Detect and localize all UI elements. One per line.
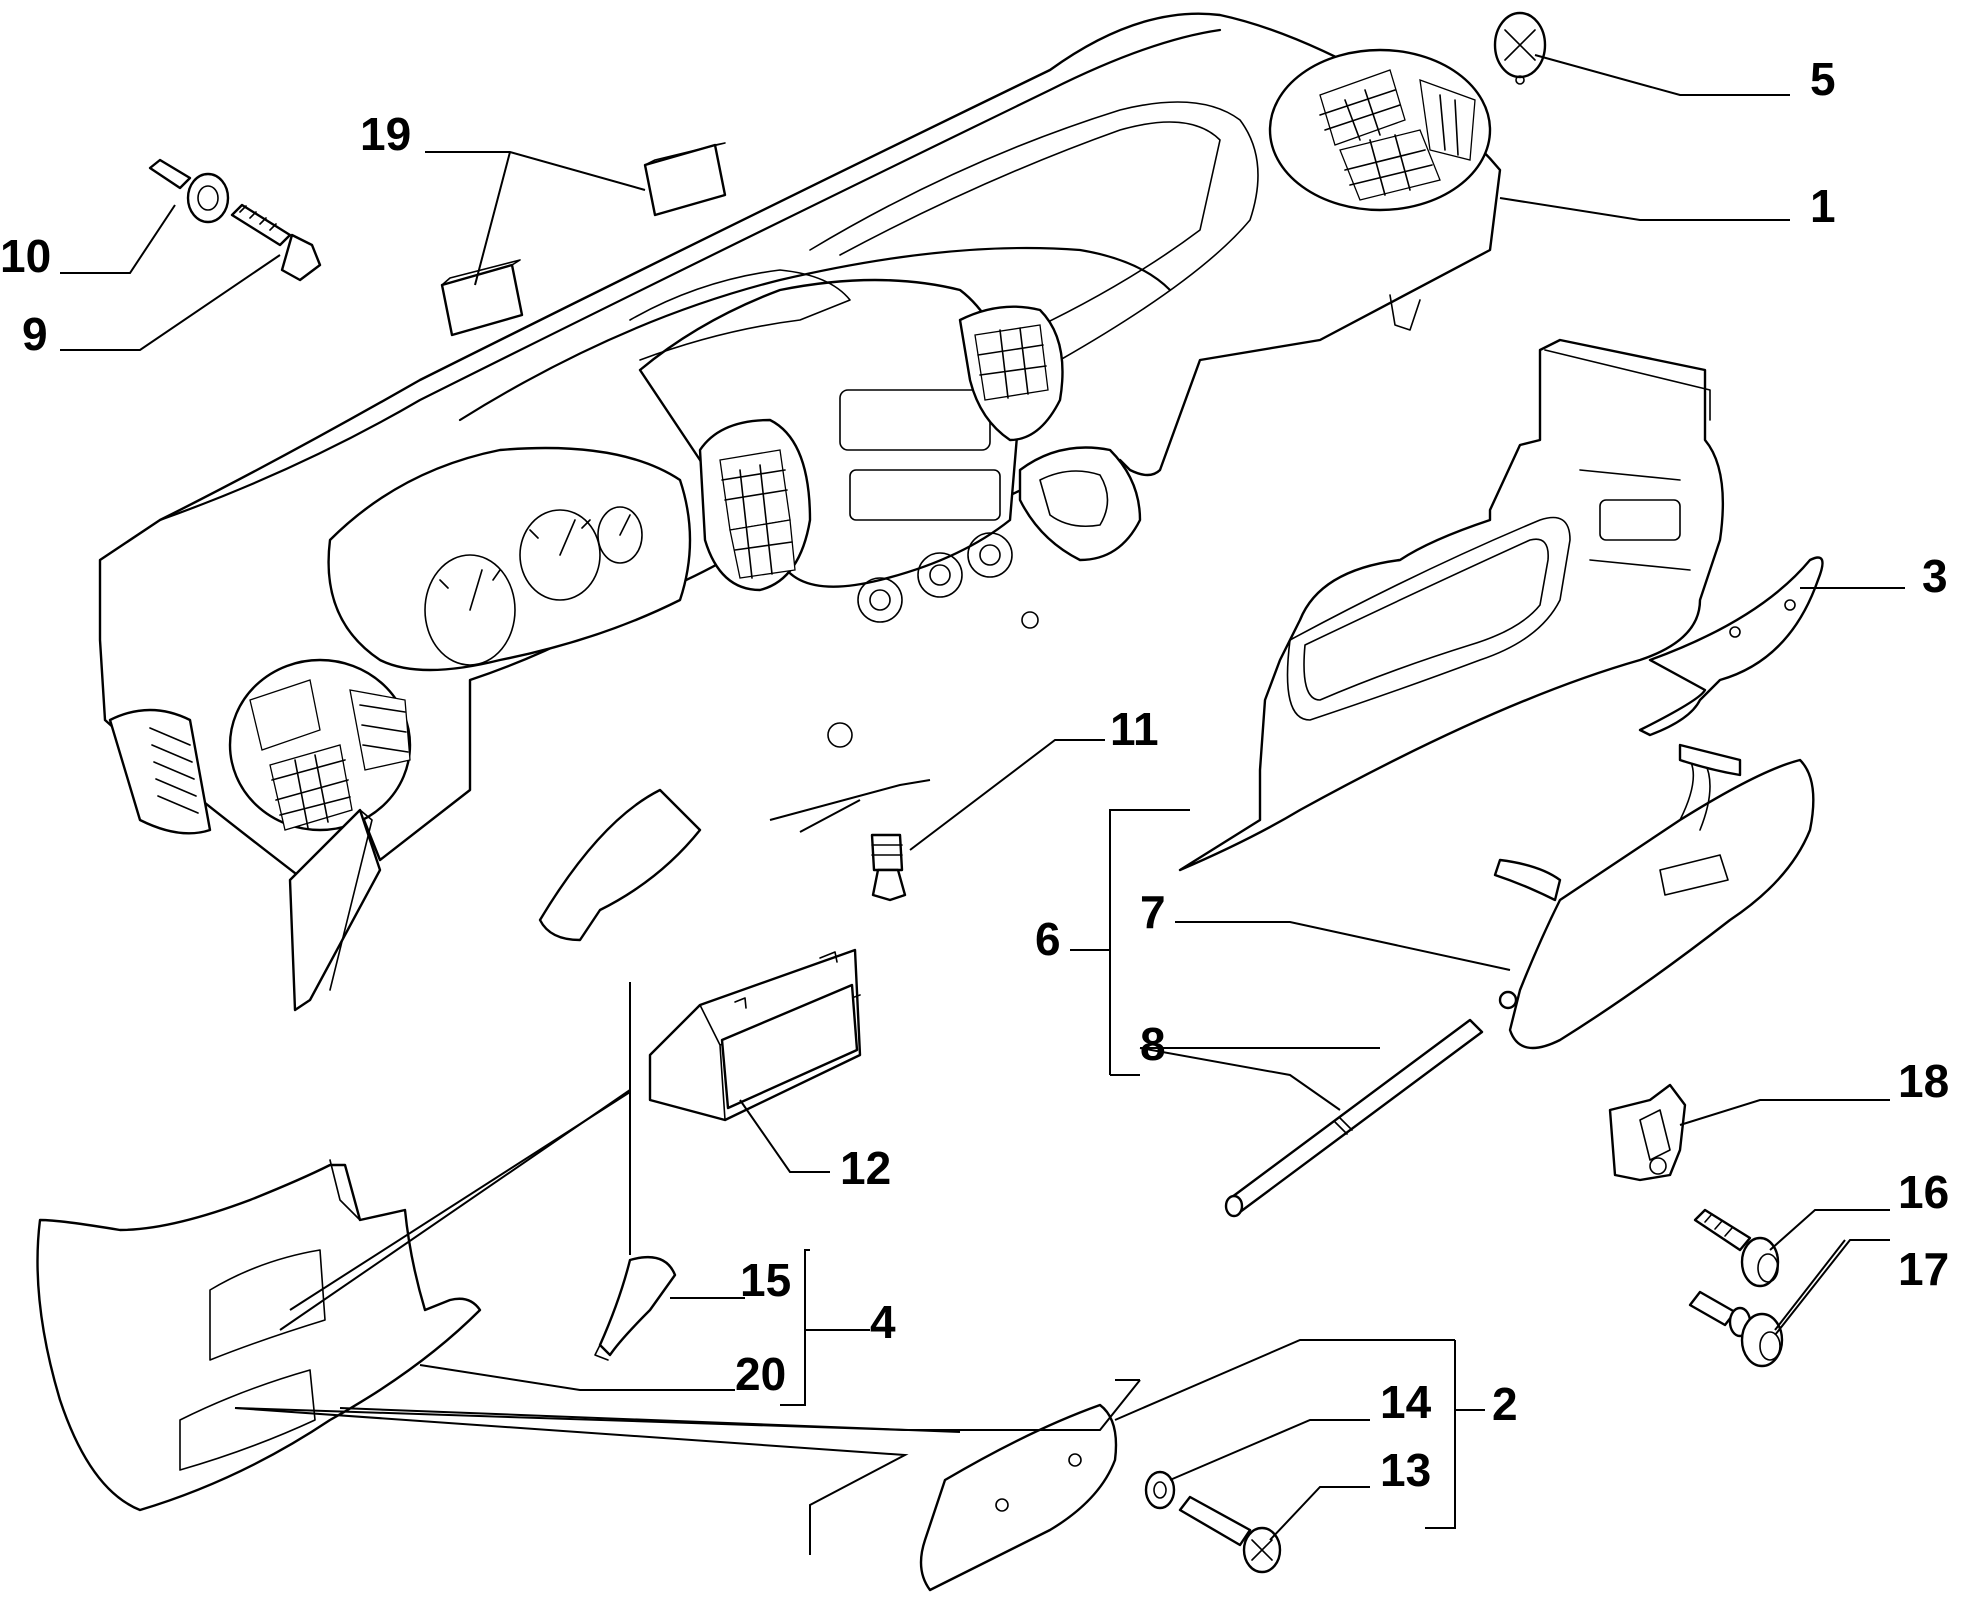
end-cap-3 — [1638, 556, 1824, 737]
label-13: 13 — [1380, 1444, 1431, 1496]
cover-15 — [594, 1255, 677, 1361]
tray-12 — [648, 948, 862, 1122]
label-19: 19 — [360, 108, 411, 160]
label-5: 5 — [1810, 53, 1836, 105]
label-1: 1 — [1810, 180, 1836, 232]
screw-16 — [1693, 1208, 1780, 1288]
label-7: 7 — [1140, 886, 1166, 938]
latch-18 — [1608, 1083, 1687, 1182]
dashboard-panel — [98, 12, 1502, 1012]
trim-2 — [919, 1403, 1118, 1592]
washer-14 — [1144, 1470, 1176, 1510]
label-4: 4 — [870, 1296, 896, 1348]
label-8: 8 — [1140, 1018, 1166, 1070]
round-cap-5 — [1493, 11, 1547, 85]
screw-11 — [870, 833, 907, 902]
pad-19 — [440, 142, 727, 337]
label-12: 12 — [840, 1142, 891, 1194]
label-14: 14 — [1380, 1376, 1432, 1428]
callout-labels: 5 1 19 10 9 11 3 6 7 8 18 16 17 12 4 15 … — [0, 53, 1949, 1496]
label-9: 9 — [22, 308, 48, 360]
label-11: 11 — [1110, 703, 1159, 755]
screw-17 — [1688, 1290, 1784, 1368]
screw-9 — [230, 203, 322, 282]
fastener-13 — [1178, 1495, 1282, 1574]
label-15: 15 — [740, 1254, 791, 1306]
leader-lines — [60, 54, 1905, 1555]
rod-8 — [1224, 1018, 1484, 1218]
lower-panel-4 — [36, 1159, 482, 1512]
label-3: 3 — [1922, 550, 1948, 602]
label-2: 2 — [1492, 1378, 1518, 1430]
glovebox-frame-6 — [1178, 338, 1725, 872]
pin-10 — [148, 158, 230, 224]
label-16: 16 — [1898, 1166, 1949, 1218]
glovebox-lid-7 — [1493, 743, 1815, 1050]
label-18: 18 — [1898, 1055, 1949, 1107]
label-20: 20 — [735, 1348, 786, 1400]
label-10: 10 — [0, 230, 51, 282]
label-6: 6 — [1035, 913, 1061, 965]
label-17: 17 — [1898, 1243, 1949, 1295]
